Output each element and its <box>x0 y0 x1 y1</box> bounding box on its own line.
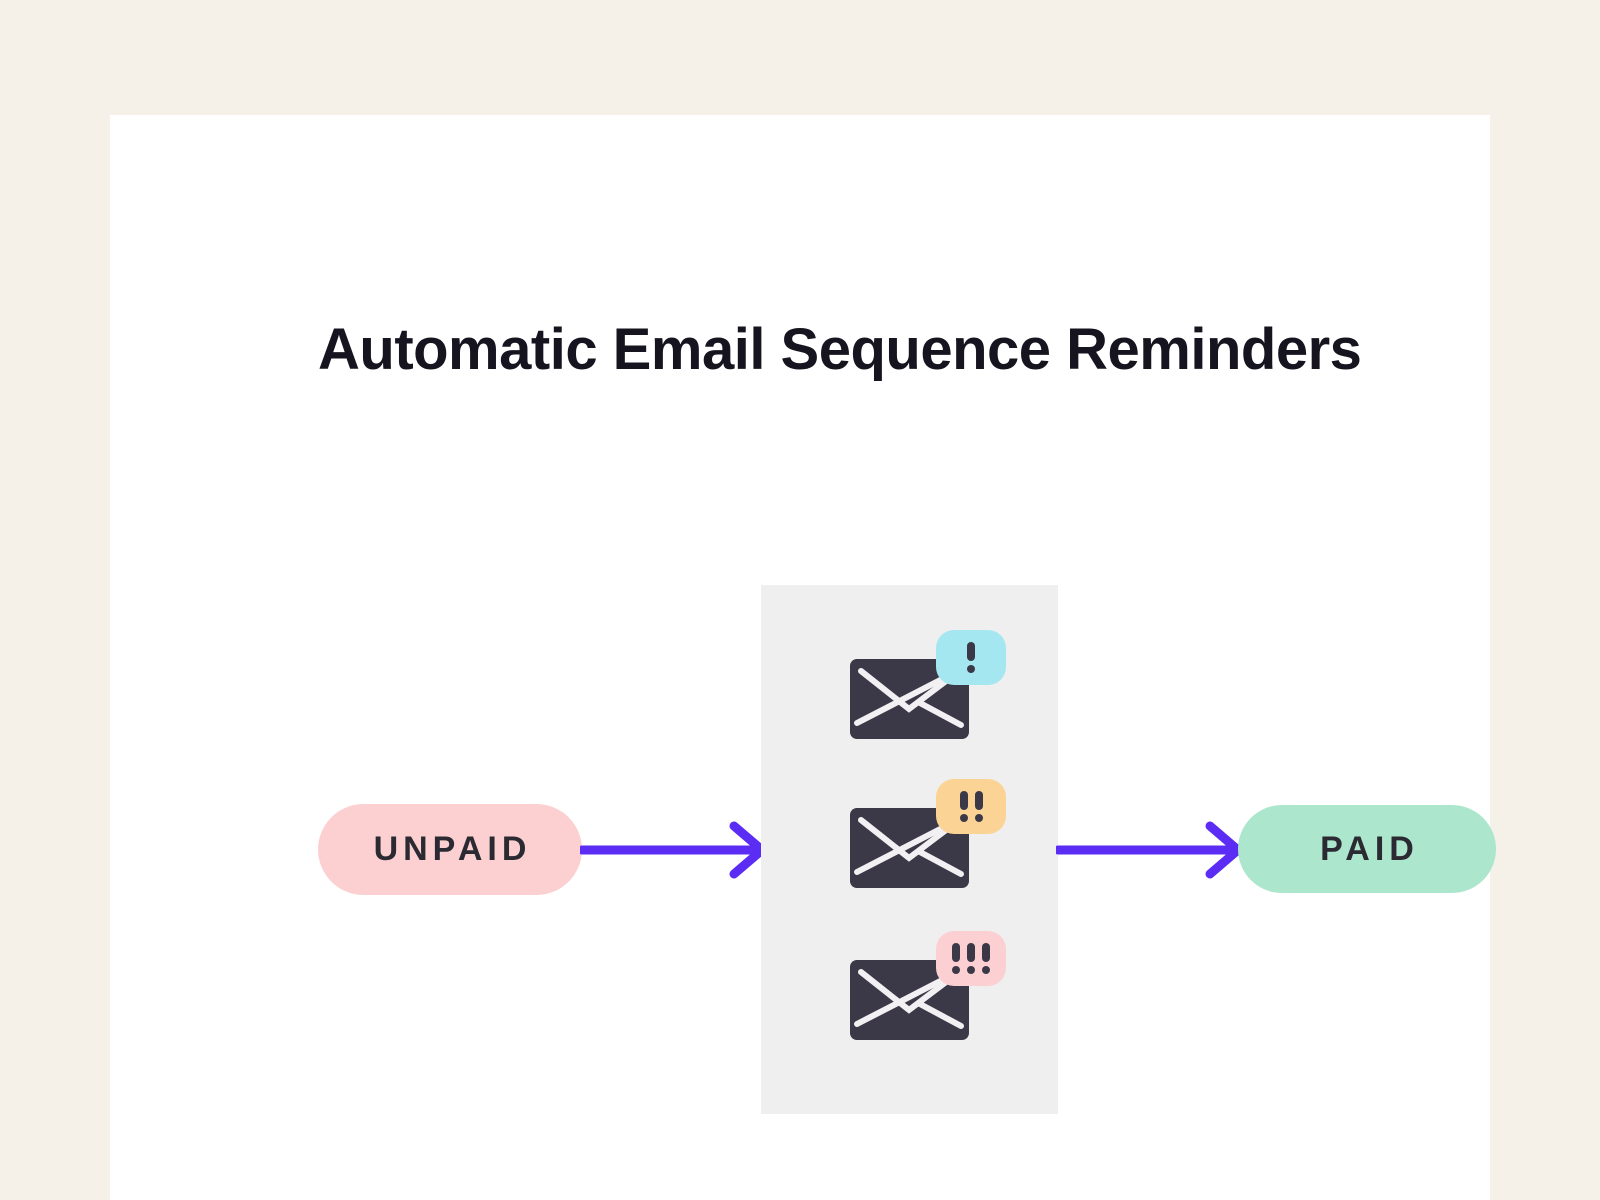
urgency-marks <box>967 642 975 673</box>
unpaid-label: UNPAID <box>373 830 532 868</box>
urgency-badge-high <box>936 931 1006 986</box>
urgency-marks <box>952 943 990 974</box>
urgency-badge-low <box>936 630 1006 685</box>
arrow-right-icon <box>580 821 767 879</box>
reminder-email-2 <box>850 779 1006 889</box>
content-card: Automatic Email Sequence Reminders UNPAI… <box>110 115 1496 1200</box>
urgency-marks <box>959 791 983 822</box>
envelope-icon <box>850 808 969 888</box>
reminder-email-1 <box>850 630 1006 740</box>
arrow-right-icon <box>1056 821 1243 879</box>
status-pill-unpaid: UNPAID <box>318 804 582 895</box>
status-pill-paid: PAID <box>1238 805 1496 893</box>
envelope-icon <box>850 659 969 739</box>
paid-label: PAID <box>1320 829 1419 868</box>
envelope-icon <box>850 960 969 1040</box>
urgency-badge-medium <box>936 779 1006 834</box>
page-title: Automatic Email Sequence Reminders <box>318 317 1362 382</box>
reminder-email-3 <box>850 931 1006 1041</box>
